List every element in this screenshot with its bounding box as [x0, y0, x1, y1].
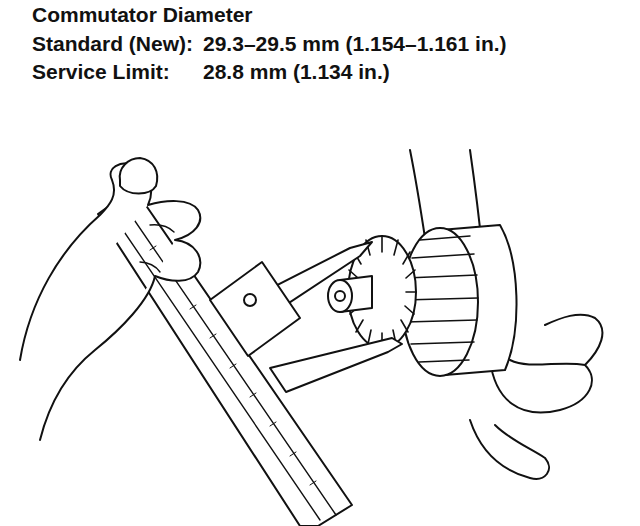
- shaft-end: [328, 280, 352, 312]
- caliper-scale: [112, 205, 336, 520]
- left-hand: [20, 163, 200, 440]
- left-finger-lines: [140, 225, 174, 272]
- shaft-center: [335, 291, 345, 301]
- left-thumb: [120, 158, 157, 194]
- caliper-slider: [210, 262, 300, 356]
- figure-title: Commutator Diameter: [32, 2, 253, 28]
- caliper-beam: [98, 188, 352, 526]
- caliper-thumb-screw: [244, 294, 256, 306]
- spec-value: 28.8 mm (1.134 in.): [203, 59, 390, 85]
- spec-value: 29.3–29.5 mm (1.154–1.161 in.): [203, 31, 507, 57]
- caliper-ticks: [150, 246, 316, 485]
- spec-label: Service Limit:: [32, 59, 170, 85]
- right-thumb: [470, 420, 549, 479]
- spec-label: Standard (New):: [32, 31, 193, 57]
- caliper-lower-jaw: [270, 338, 402, 392]
